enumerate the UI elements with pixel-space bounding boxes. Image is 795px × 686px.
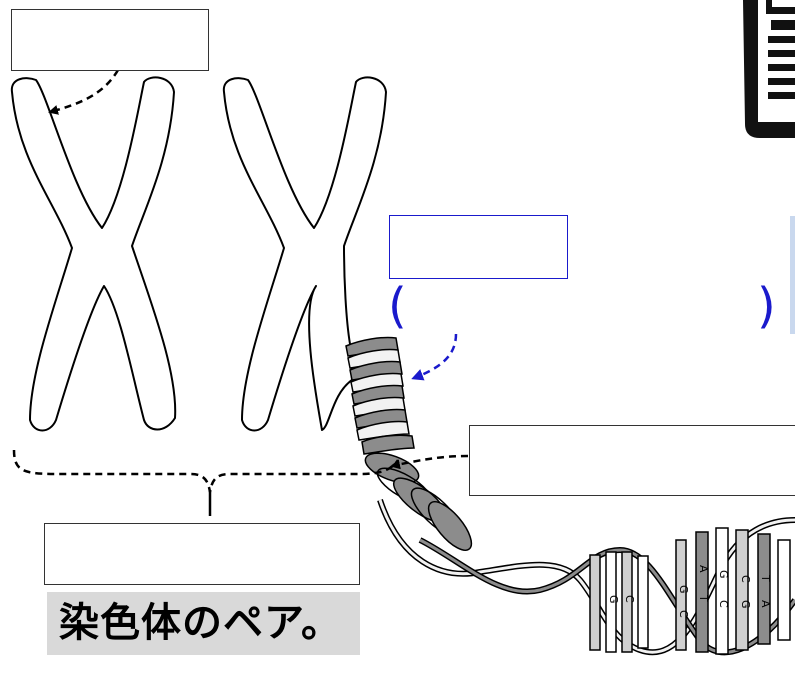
blue-edge-bar [790,216,795,334]
dna-base-letter: T [759,574,772,582]
arrow-right-box [390,454,469,470]
dna-base-letter: G [677,585,690,594]
arrow-top-left [48,69,120,115]
dna-base-letter: G [717,570,730,579]
caption-chromosome-pair: 染色体のペア。 [47,592,360,655]
dna-double-helix [377,499,795,656]
dna-base-letter: C [717,600,730,608]
dna-base-letter: C [623,595,636,603]
dna-base-letter: G [607,595,620,604]
pair-bracket [12,449,400,493]
label-box-right[interactable] [469,425,795,496]
dna-base-letter: G [739,600,752,609]
label-box-blue[interactable] [389,215,568,279]
dna-loose-coils [364,452,473,551]
bracket-close: ) [757,278,776,334]
dna-base-letter: A [759,600,772,608]
label-box-top-left[interactable] [11,9,209,71]
dna-base-letter: C [739,575,752,583]
bracket-open: ( [388,278,407,334]
arrow-blue [411,333,458,381]
chromosome-left [10,76,177,432]
chromosome-right [222,76,387,432]
dna-base-letter: C [677,610,690,618]
dna-base-letter: A [697,565,710,573]
dna-base-letter: T [697,594,710,602]
document-icon [743,0,795,138]
label-box-pair[interactable] [44,523,360,585]
chromatin-coil [345,336,415,455]
